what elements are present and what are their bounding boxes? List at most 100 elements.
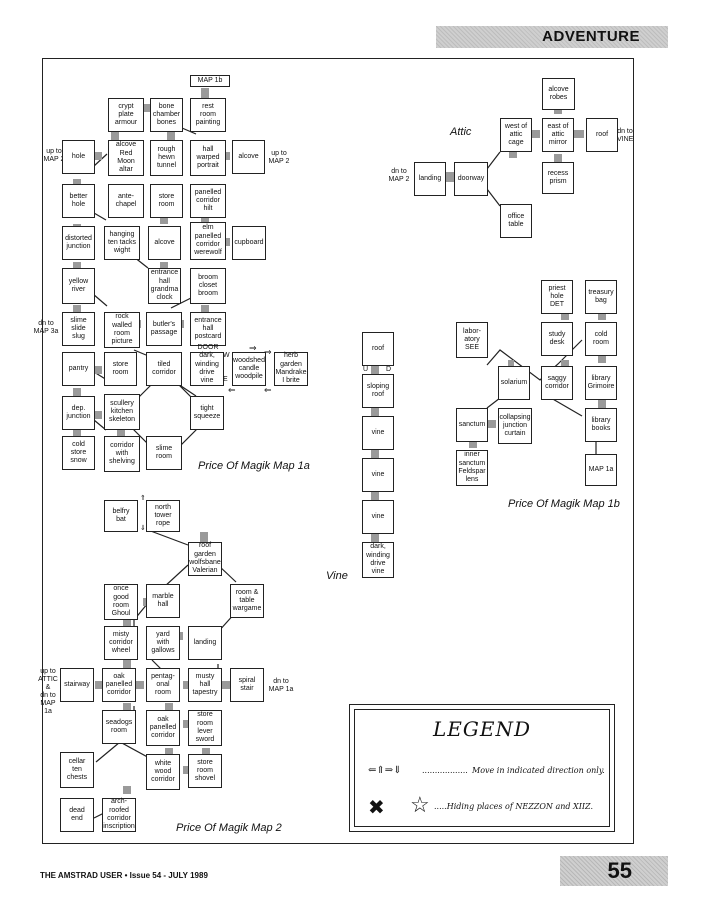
exit-up-map2-right: up to MAP 2 xyxy=(268,150,290,165)
legend-arrows: ⇐⇑⇒⇓ xyxy=(368,765,402,776)
room-label: saggy corridor xyxy=(545,374,569,390)
room-label: doorway xyxy=(457,174,485,182)
room-arch-roofed: arch- roofed corridor inscription xyxy=(102,798,136,832)
room-north-tower: north tower rope xyxy=(146,500,180,532)
room-label: yard with gallows xyxy=(151,630,175,655)
page-number-bar: 55 xyxy=(560,856,668,886)
room-label: roof garden wolfsbane Valerian xyxy=(189,542,221,575)
compass-e: E xyxy=(223,376,228,383)
room-label: pantry xyxy=(68,364,89,372)
room-roof-attic: roof xyxy=(586,118,618,152)
room-label: woodshed candle woodpile xyxy=(233,356,265,381)
room-label: priest hole DET xyxy=(548,284,566,309)
room-label: vine xyxy=(371,428,385,436)
room-woodshed: woodshed candle woodpile xyxy=(232,352,266,386)
room-once-good-room: once good room Ghoul xyxy=(104,584,138,620)
room-office: office table xyxy=(500,204,532,238)
room-label: roof xyxy=(371,344,385,352)
room-sanctum: sanctum xyxy=(456,408,488,442)
room-label: sloping roof xyxy=(366,382,390,398)
room-rock-walled: rock walled room picture xyxy=(104,312,140,348)
exit-dn-map3a: dn to MAP 3a xyxy=(33,320,59,335)
room-label: slime slide slug xyxy=(70,316,87,341)
footer-publication: THE AMSTRAD USER • Issue 54 - JULY 1989 xyxy=(40,871,208,880)
room-alcove-robes: alcove robes xyxy=(542,78,575,110)
room-cold-room: cold room xyxy=(585,322,617,356)
room-label: MAP 1a xyxy=(588,465,614,473)
room-vine-sloping-roof: sloping roof xyxy=(362,374,394,408)
room-label: treasury bag xyxy=(588,288,614,304)
room-label: dark, winding drive vine xyxy=(366,543,390,576)
room-label: bone chamber bones xyxy=(152,102,181,127)
room-label: cupboard xyxy=(234,238,264,246)
room-library-books: library books xyxy=(585,408,617,442)
room-label: alcove xyxy=(154,238,175,246)
room-scullery: scullery kitchen skeleton xyxy=(104,394,140,430)
room-label: west of attic cage xyxy=(504,122,528,147)
exit-dn-map1a: dn to MAP 1a xyxy=(268,678,294,693)
room-entrance-hall-postcard: entrance hall postcard xyxy=(190,312,226,346)
room-crypt: crypt plate armour xyxy=(108,98,144,132)
room-label: rough hewn tunnel xyxy=(156,145,177,170)
room-label: arch- roofed corridor inscription xyxy=(103,798,135,831)
room-landing-attic: landing xyxy=(414,162,446,196)
room-label: tiled corridor xyxy=(152,360,176,376)
room-dark-drive: dark, winding drive vine xyxy=(190,352,224,386)
room-vine-roof: roof xyxy=(362,332,394,366)
room-alcove-center: alcove xyxy=(148,226,181,260)
room-label: solarium xyxy=(500,378,528,386)
room-label: stairway xyxy=(64,680,90,688)
room-corridor-shelving: corridor with shelving xyxy=(104,436,140,472)
room-label: once good room Ghoul xyxy=(111,585,131,618)
room-elm-corridor: elm panelled corridor werewolf xyxy=(190,222,226,260)
room-label: misty corridor wheel xyxy=(109,630,133,655)
room-label: library books xyxy=(591,416,611,432)
room-label: entrance hall grandma clock xyxy=(150,269,179,302)
room-ante-chapel: ante- chapel xyxy=(108,184,144,218)
room-inner-sanctum: inner sanctum Feldspar lens xyxy=(456,450,488,486)
svg-text:⇐: ⇐ xyxy=(228,386,236,396)
room-marble-hall: marble hall xyxy=(146,584,180,618)
legend-dots: .................. xyxy=(422,766,468,775)
room-label: north tower rope xyxy=(154,503,172,528)
room-east-attic: east of attic mirror xyxy=(542,118,574,152)
room-better-hole: better hole xyxy=(62,184,95,218)
room-label: store room shovel xyxy=(194,758,216,783)
compass-w: W xyxy=(223,352,230,359)
room-hole: hole xyxy=(62,140,95,174)
exit-dn-vine: dn to VINE xyxy=(617,128,634,143)
room-label: corridor with shelving xyxy=(109,441,135,466)
caption-map-1b: Price Of Magik Map 1b xyxy=(508,498,620,510)
room-yard-gallows: yard with gallows xyxy=(146,626,180,660)
room-priest-hole: priest hole DET xyxy=(541,280,573,314)
room-recess: recess prism xyxy=(542,162,574,194)
room-store-shovel: store room shovel xyxy=(188,754,222,788)
room-label: broom closet broom xyxy=(198,273,218,298)
cross-icon: ✖ xyxy=(368,795,385,819)
svg-text:⇐: ⇐ xyxy=(264,386,272,396)
map-link-1a: MAP 1a xyxy=(585,454,617,486)
room-hanging-tacks: hanging ten tacks wight xyxy=(104,226,140,260)
star-icon: ☆ xyxy=(410,793,430,818)
room-label: herb garden Mandrake I brite xyxy=(275,352,307,385)
room-label: store room xyxy=(112,360,129,376)
room-oak-corridor-b: oak panelled corridor xyxy=(146,710,180,746)
room-label: alcove robes xyxy=(548,85,569,101)
room-label: cellar ten chests xyxy=(66,757,88,782)
room-cupboard: cupboard xyxy=(232,226,266,260)
room-label: labor- atory SEE xyxy=(463,327,481,352)
room-yellow-river: yellow river xyxy=(62,268,95,304)
legend-direction-text: Move in indicated direction only. xyxy=(472,766,605,775)
room-label: collapsing junction curtain xyxy=(499,413,531,438)
room-belfry: belfry bat xyxy=(104,500,138,532)
room-pentagonal: pentag- onal room xyxy=(146,668,180,702)
page-number: 55 xyxy=(607,858,632,883)
room-label: landing xyxy=(418,174,442,182)
exit-dn-map2: dn to MAP 2 xyxy=(388,168,410,183)
room-oak-corridor-a: oak panelled corridor xyxy=(102,668,136,702)
room-butlers-passage: butler's passage xyxy=(146,312,182,346)
room-cellar: cellar ten chests xyxy=(60,752,94,788)
room-slime-room: slime room xyxy=(146,436,182,470)
room-panelled-corridor: panelled corridor hilt xyxy=(190,184,226,218)
room-white-wood: white wood corridor xyxy=(146,754,180,790)
